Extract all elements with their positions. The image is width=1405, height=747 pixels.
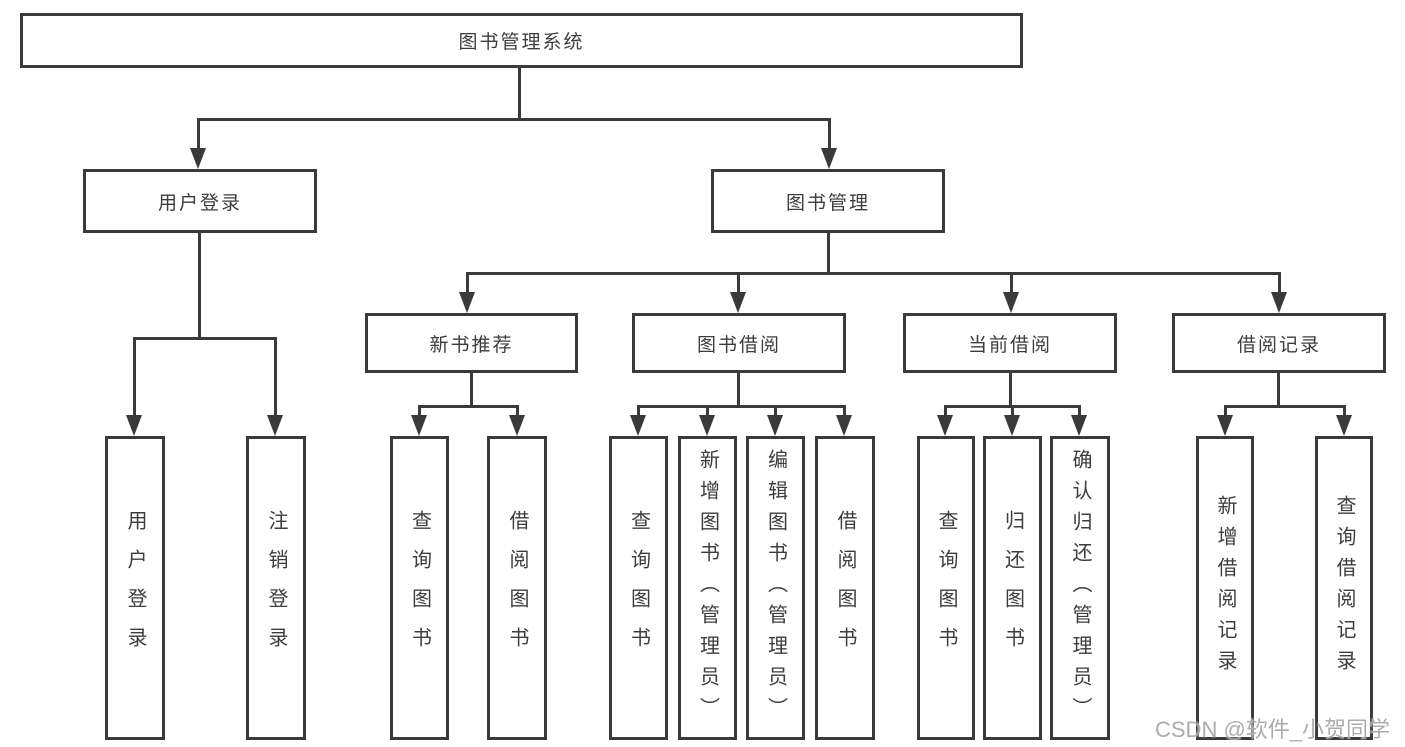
connector-line — [637, 405, 846, 408]
node-current-borrow-label: 当前借阅 — [967, 334, 1052, 356]
arrow-down-icon — [1217, 415, 1233, 436]
connector-line — [1078, 405, 1081, 418]
arrow-down-icon — [730, 292, 746, 313]
arrow-down-icon — [630, 415, 646, 436]
connector-line — [418, 405, 519, 408]
leaf-borrow-query-label: 查询图书 — [627, 510, 650, 666]
connector-line — [133, 337, 277, 340]
connector-line — [1224, 405, 1227, 418]
connector-line — [1277, 373, 1280, 405]
node-borrow-records-label: 借阅记录 — [1236, 334, 1321, 356]
node-user-login-label: 用户登录 — [157, 192, 242, 214]
leaf-logout-label: 注销登录 — [265, 510, 287, 666]
arrow-down-icon — [1003, 292, 1019, 313]
connector-line — [1278, 272, 1281, 299]
leaf-newbook-borrow: 借阅图书 — [487, 436, 547, 740]
leaf-current-query: 查询图书 — [917, 436, 975, 740]
connector-line — [1011, 405, 1014, 418]
connector-line — [198, 233, 201, 337]
arrow-down-icon — [836, 415, 852, 436]
leaf-records-query: 查询借阅记录 — [1315, 436, 1373, 740]
arrow-down-icon — [937, 415, 953, 436]
connector-line — [1343, 405, 1346, 418]
csdn-watermark: CSDN @软件_小贺同学 — [1155, 717, 1391, 742]
leaf-borrow-edit-admin: 编辑图书（管理员） — [746, 436, 805, 740]
node-new-book-recommend: 新书推荐 — [365, 313, 578, 373]
connector-line — [827, 233, 830, 272]
leaf-newbook-query: 查询图书 — [390, 436, 449, 740]
node-current-borrow: 当前借阅 — [903, 313, 1117, 373]
arrow-down-icon — [699, 415, 715, 436]
connector-line — [466, 272, 1281, 275]
connector-line — [1010, 272, 1013, 299]
node-book-borrow-label: 图书借阅 — [696, 334, 781, 356]
connector-line — [1224, 405, 1345, 408]
leaf-current-return: 归还图书 — [983, 436, 1042, 740]
node-root-label: 图书管理系统 — [458, 32, 585, 53]
arrow-down-icon — [459, 292, 475, 313]
arrow-down-icon — [190, 148, 206, 169]
arrow-down-icon — [509, 415, 525, 436]
leaf-borrow-add-admin: 新增图书（管理员） — [678, 436, 737, 740]
connector-line — [197, 118, 200, 150]
connector-line — [518, 68, 521, 118]
connector-line — [843, 405, 846, 418]
connector-line — [706, 405, 709, 418]
connector-line — [516, 405, 519, 418]
leaf-borrow-add-admin-label: 新增图书（管理员） — [696, 448, 719, 728]
connector-line — [470, 373, 473, 405]
leaf-records-query-label: 查询借阅记录 — [1333, 495, 1355, 681]
leaf-records-add-label: 新增借阅记录 — [1214, 495, 1236, 681]
leaf-borrow-query: 查询图书 — [609, 436, 668, 740]
arrow-down-icon — [1271, 292, 1287, 313]
arrow-down-icon — [411, 415, 427, 436]
arrow-down-icon — [126, 415, 142, 436]
arrow-down-icon — [1336, 415, 1352, 436]
node-book-management: 图书管理 — [711, 169, 945, 233]
arrow-down-icon — [821, 148, 837, 169]
node-book-borrow: 图书借阅 — [632, 313, 846, 373]
leaf-current-confirm-admin-label: 确认归还（管理员） — [1069, 448, 1091, 728]
leaf-user-login-label: 用户登录 — [124, 510, 146, 666]
connector-line — [197, 118, 831, 121]
connector-line — [774, 405, 777, 418]
leaf-newbook-query-label: 查询图书 — [408, 510, 431, 666]
connector-line — [418, 405, 421, 418]
leaf-current-return-label: 归还图书 — [1001, 510, 1024, 666]
leaf-current-confirm-admin: 确认归还（管理员） — [1050, 436, 1110, 740]
arrow-down-icon — [1004, 415, 1020, 436]
leaf-logout: 注销登录 — [246, 436, 306, 740]
arrow-down-icon — [267, 415, 283, 436]
arrow-down-icon — [1071, 415, 1087, 436]
connector-line — [737, 373, 740, 405]
connector-line — [133, 337, 136, 417]
connector-line — [828, 118, 831, 150]
leaf-borrow-edit-admin-label: 编辑图书（管理员） — [764, 448, 787, 728]
node-new-book-recommend-label: 新书推荐 — [429, 334, 514, 356]
node-root: 图书管理系统 — [20, 13, 1023, 68]
connector-line — [737, 272, 740, 299]
connector-line — [637, 405, 640, 418]
leaf-records-add: 新增借阅记录 — [1196, 436, 1254, 740]
connector-line — [466, 272, 469, 299]
node-book-management-label: 图书管理 — [785, 192, 870, 214]
leaf-current-query-label: 查询图书 — [935, 510, 957, 666]
connector-line — [1009, 373, 1012, 405]
connector-line — [944, 405, 947, 418]
arrow-down-icon — [767, 415, 783, 436]
leaf-borrow-borrow: 借阅图书 — [815, 436, 875, 740]
leaf-user-login: 用户登录 — [105, 436, 165, 740]
node-user-login: 用户登录 — [83, 169, 317, 233]
leaf-borrow-borrow-label: 借阅图书 — [834, 510, 856, 666]
node-borrow-records: 借阅记录 — [1172, 313, 1386, 373]
leaf-newbook-borrow-label: 借阅图书 — [506, 510, 528, 666]
connector-line — [274, 337, 277, 417]
